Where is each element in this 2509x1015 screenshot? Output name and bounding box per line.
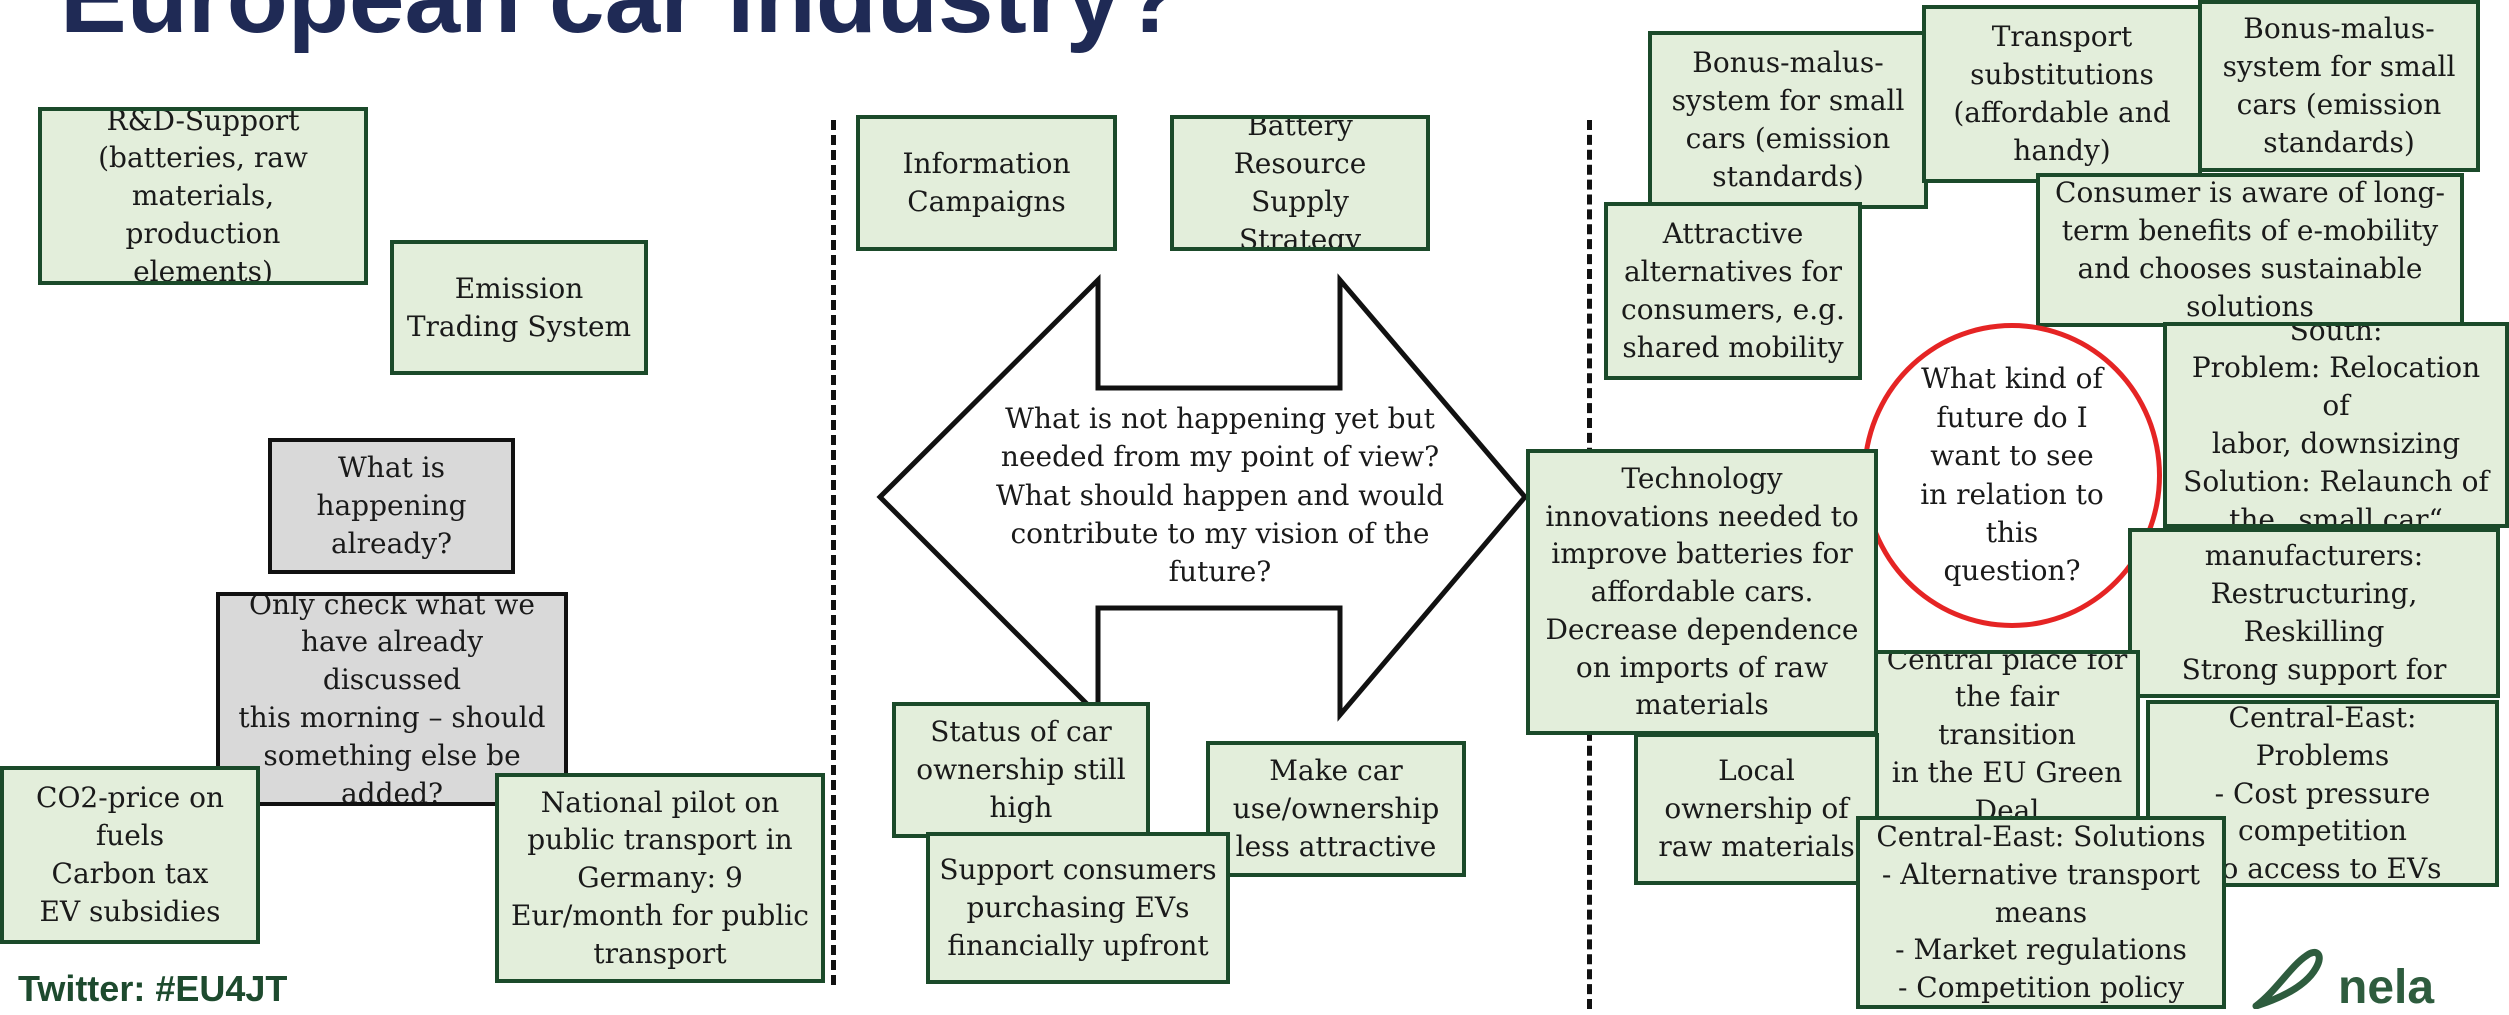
nela-logo-icon xyxy=(2252,949,2323,1009)
north-card: North – Premium manufacturers: Restructu… xyxy=(2128,528,2500,698)
national-pilot-card: National pilot on public transport in Ge… xyxy=(495,773,825,983)
double-arrow-shape xyxy=(876,273,1529,722)
divider-left xyxy=(831,120,836,985)
arrow-question-text: What is not happening yet but needed fro… xyxy=(995,402,1445,589)
future-question-circle: What kind of future do I want to see in … xyxy=(1862,323,2162,628)
attractive-alternatives-card: Attractive alternatives for consumers, e… xyxy=(1604,202,1862,380)
local-ownership-card: Local ownership of raw materials xyxy=(1634,733,1879,885)
battery-strategy-card: Battery Resource Supply Strategy xyxy=(1170,115,1430,251)
nela-logo-text: nela xyxy=(2338,961,2435,1014)
page-title: European car industry? xyxy=(60,0,1182,48)
co2-price-card: CO2-price on fuels Carbon tax EV subsidi… xyxy=(0,766,260,944)
central-east-solutions-card: Central-East: Solutions - Alternative tr… xyxy=(1856,816,2226,1009)
central-place-card: Central place for the fair transition in… xyxy=(1874,650,2140,820)
twitter-hashtag: Twitter: #EU4JT xyxy=(18,968,288,1009)
status-car-ownership-card: Status of car ownership still high xyxy=(892,702,1150,838)
transport-substitutions-card: Transport substitutions (affordable and … xyxy=(1922,5,2202,183)
only-check-card: Only check what we have already discusse… xyxy=(216,592,568,806)
make-car-use-card: Make car use/ownership less attractive xyxy=(1206,741,1466,877)
support-consumers-card: Support consumers purchasing EVs financi… xyxy=(926,832,1230,984)
emission-trading-card: Emission Trading System xyxy=(390,240,648,375)
consumer-aware-card: Consumer is aware of long- term benefits… xyxy=(2036,173,2464,327)
bonus-malus-card-1: Bonus-malus- system for small cars (emis… xyxy=(1648,31,1928,209)
what-is-happening-card: What is happening already? xyxy=(268,438,515,574)
information-campaigns-card: Information Campaigns xyxy=(856,115,1117,251)
technology-innovations-card: Technology innovations needed to improve… xyxy=(1526,449,1878,735)
rd-support-card: R&D-Support (batteries, raw materials, p… xyxy=(38,107,368,285)
bonus-malus-card-2: Bonus-malus- system for small cars (emis… xyxy=(2198,0,2480,172)
south-card: South: Problem: Relocation of labor, dow… xyxy=(2163,322,2509,528)
